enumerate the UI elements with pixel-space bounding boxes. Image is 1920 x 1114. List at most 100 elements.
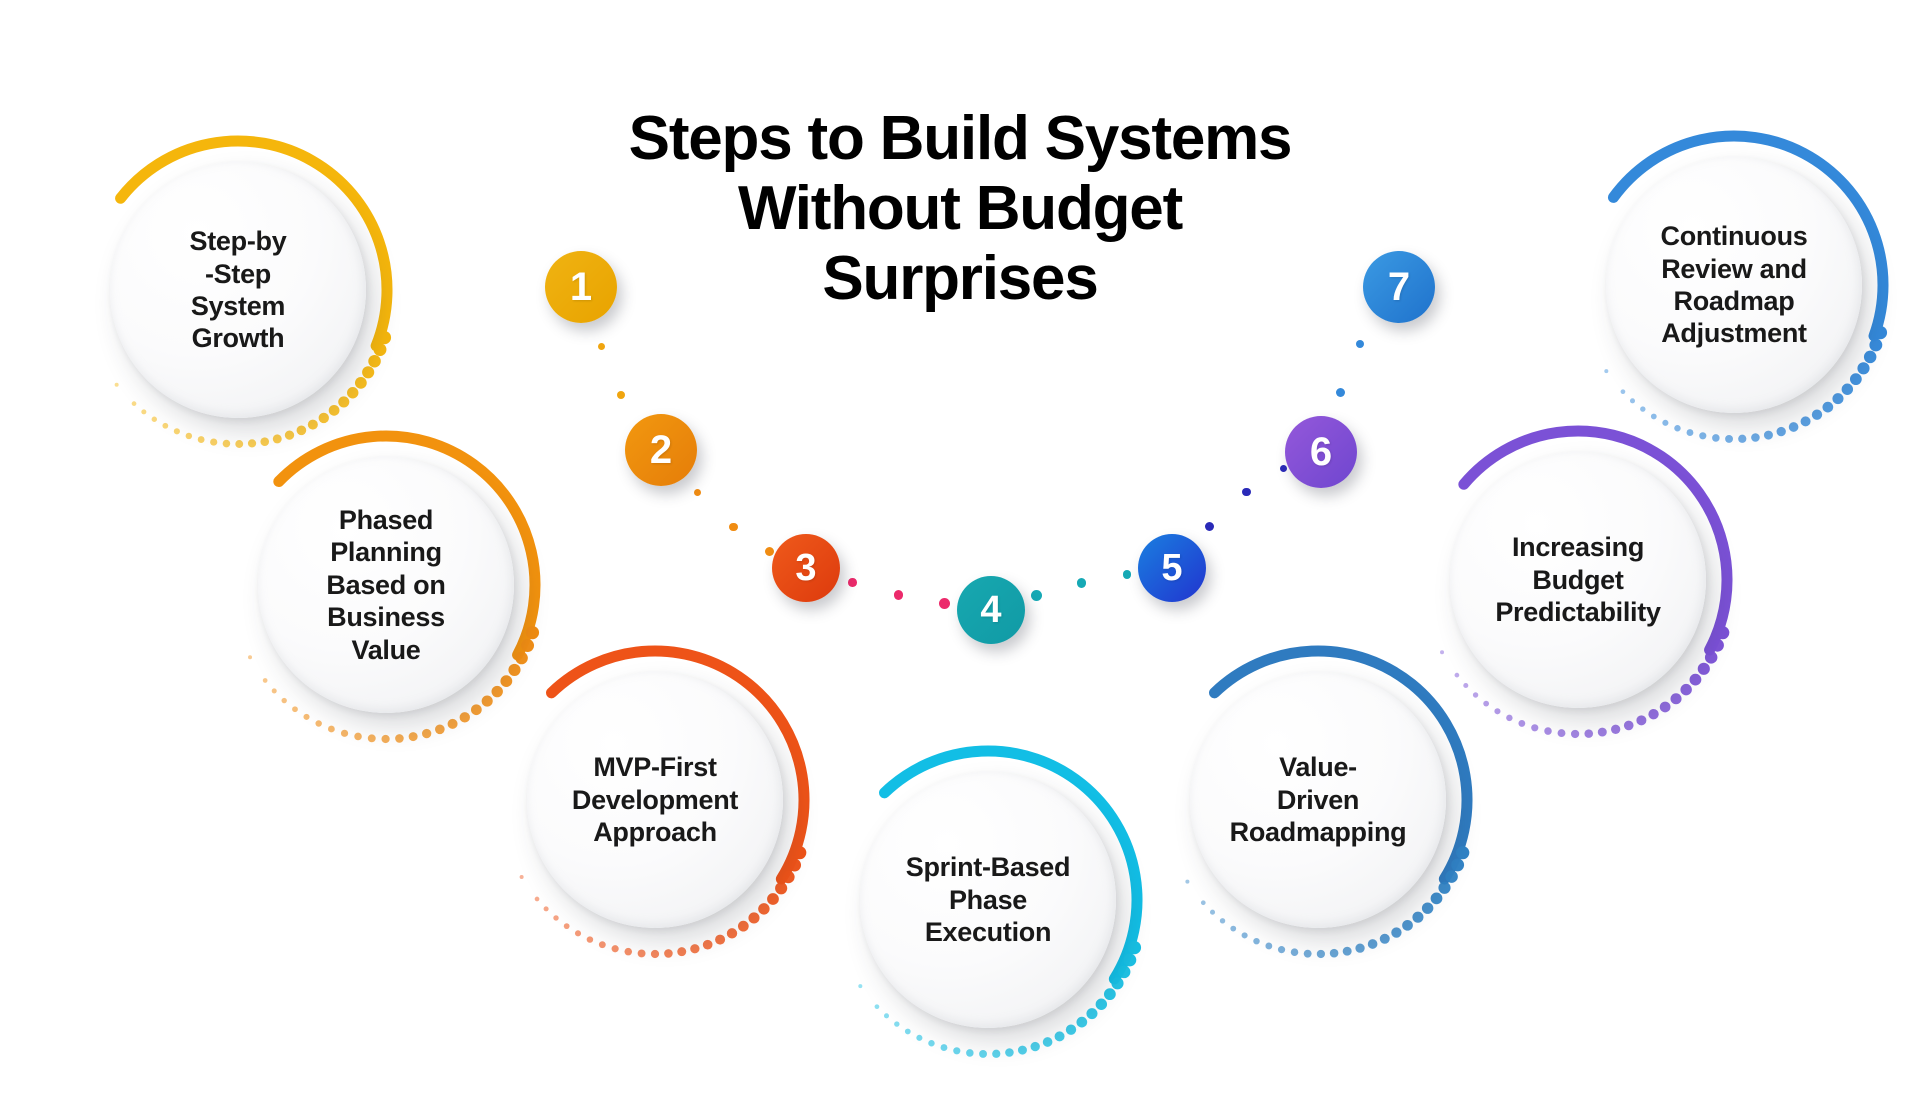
ring-dot (1557, 729, 1566, 738)
ring-dot (373, 343, 387, 357)
ring-dot (1623, 720, 1634, 731)
connector-dot (1204, 521, 1214, 531)
ring-dot (248, 655, 253, 660)
ring-dot (1494, 708, 1501, 715)
step-node-5[interactable]: Value- Driven Roadmapping (1153, 635, 1483, 965)
ring-dot (459, 712, 470, 723)
ring-dot (1650, 413, 1657, 420)
ring-dot (979, 1049, 987, 1058)
step-node-7[interactable]: Continuous Review and Roadmap Adjustment (1569, 120, 1899, 450)
ring-dot (368, 354, 381, 368)
ring-dot (1738, 434, 1747, 443)
ring-dot (677, 947, 687, 957)
ring-dot (354, 732, 362, 741)
ring-dot (574, 930, 582, 937)
ring-dot (953, 1047, 961, 1055)
step-badge-6[interactable]: 6 (1285, 416, 1357, 488)
ring-dot (1253, 937, 1260, 945)
ring-dot (1674, 425, 1681, 432)
ring-dot (173, 428, 180, 435)
ring-dot (1412, 911, 1424, 923)
ring-dot (381, 734, 390, 744)
ring-dot (1841, 383, 1854, 395)
ring-dot (1042, 1037, 1053, 1047)
ring-dot (1076, 1016, 1088, 1028)
ring-dot (775, 882, 788, 895)
ring-dot (1584, 729, 1594, 738)
ring-dot (1472, 692, 1479, 698)
step-badge-2[interactable]: 2 (625, 414, 697, 486)
ring-dot (340, 729, 349, 737)
ring-dot (1103, 988, 1116, 1001)
step-label-7: Continuous Review and Roadmap Adjustment (1660, 221, 1808, 349)
ring-dot (1670, 693, 1682, 705)
title-line-3: Surprises (822, 244, 1098, 314)
ring-dot (1751, 433, 1760, 442)
ring-dot (1017, 1045, 1027, 1055)
ring-dot (758, 903, 770, 915)
ring-dot (1531, 724, 1539, 732)
ring-dot (1440, 650, 1445, 655)
ring-dot (1438, 881, 1451, 894)
connector-dot (1242, 487, 1251, 497)
ring-dot (1290, 948, 1299, 956)
step-node-3[interactable]: MVP-First Development Approach (490, 635, 820, 965)
ring-dot (1303, 949, 1312, 958)
ring-dot (1544, 727, 1552, 735)
ring-dot (1030, 1041, 1040, 1052)
ring-dot (1689, 673, 1702, 686)
ring-dot (141, 409, 147, 415)
step-badge-7[interactable]: 7 (1363, 251, 1435, 323)
ring-dot (338, 396, 350, 408)
step-badge-4[interactable]: 4 (957, 576, 1025, 644)
ring-dot (395, 734, 404, 743)
connector-dot (1356, 339, 1364, 348)
page-title: Steps to Build Systems Without Budget Su… (540, 104, 1380, 314)
connector-dot (1122, 570, 1131, 579)
ring-dot (1111, 977, 1124, 990)
ring-dot (408, 732, 418, 742)
step-badge-3[interactable]: 3 (772, 534, 840, 602)
step-node-1[interactable]: Step-by -Step System Growth (73, 125, 403, 455)
ring-dot (1686, 429, 1694, 436)
ring-dot (966, 1049, 974, 1057)
ring-dot (327, 725, 335, 733)
ring-dot (1763, 430, 1773, 440)
connector-dot (1280, 464, 1288, 472)
ring-dot (1463, 682, 1469, 689)
ring-dot (1604, 369, 1609, 374)
ring-dot (1200, 900, 1206, 906)
connector-dot (1336, 387, 1345, 397)
step-label-1: Step-by -Step System Growth (189, 226, 287, 354)
ring-dot (347, 387, 359, 399)
ring-dot (1454, 672, 1460, 678)
ring-dot (447, 718, 458, 729)
ring-dot (367, 734, 376, 743)
step-badge-5[interactable]: 5 (1138, 534, 1206, 602)
ring-dot (767, 893, 779, 905)
ring-dot (1697, 662, 1710, 675)
ring-dot (1329, 948, 1339, 958)
ring-dot (1662, 419, 1669, 426)
ring-dot (1849, 373, 1862, 386)
ring-dot (1451, 858, 1465, 872)
title-line-2: Without Budget (737, 174, 1183, 244)
ring-dot (586, 936, 594, 943)
step-node-6[interactable]: Increasing Budget Predictability (1413, 415, 1743, 745)
ring-dot (1430, 892, 1443, 905)
step-badge-1[interactable]: 1 (545, 251, 617, 323)
ring-dot (1230, 925, 1237, 932)
step-disc-3: MVP-First Development Approach (527, 672, 783, 928)
ring-dot (303, 713, 310, 720)
connector-dot (729, 522, 738, 532)
connector-dot (693, 488, 701, 496)
ring-dot (1402, 919, 1413, 931)
ring-dot (210, 438, 218, 446)
ring-dot (690, 944, 700, 954)
step-disc-7: Continuous Review and Roadmap Adjustment (1606, 157, 1862, 413)
ring-dot (1857, 362, 1870, 375)
step-node-4[interactable]: Sprint-Based Phase Execution (823, 735, 1153, 1065)
ring-dot (788, 858, 801, 872)
connector-dot (893, 590, 904, 600)
ring-dot (281, 697, 287, 704)
